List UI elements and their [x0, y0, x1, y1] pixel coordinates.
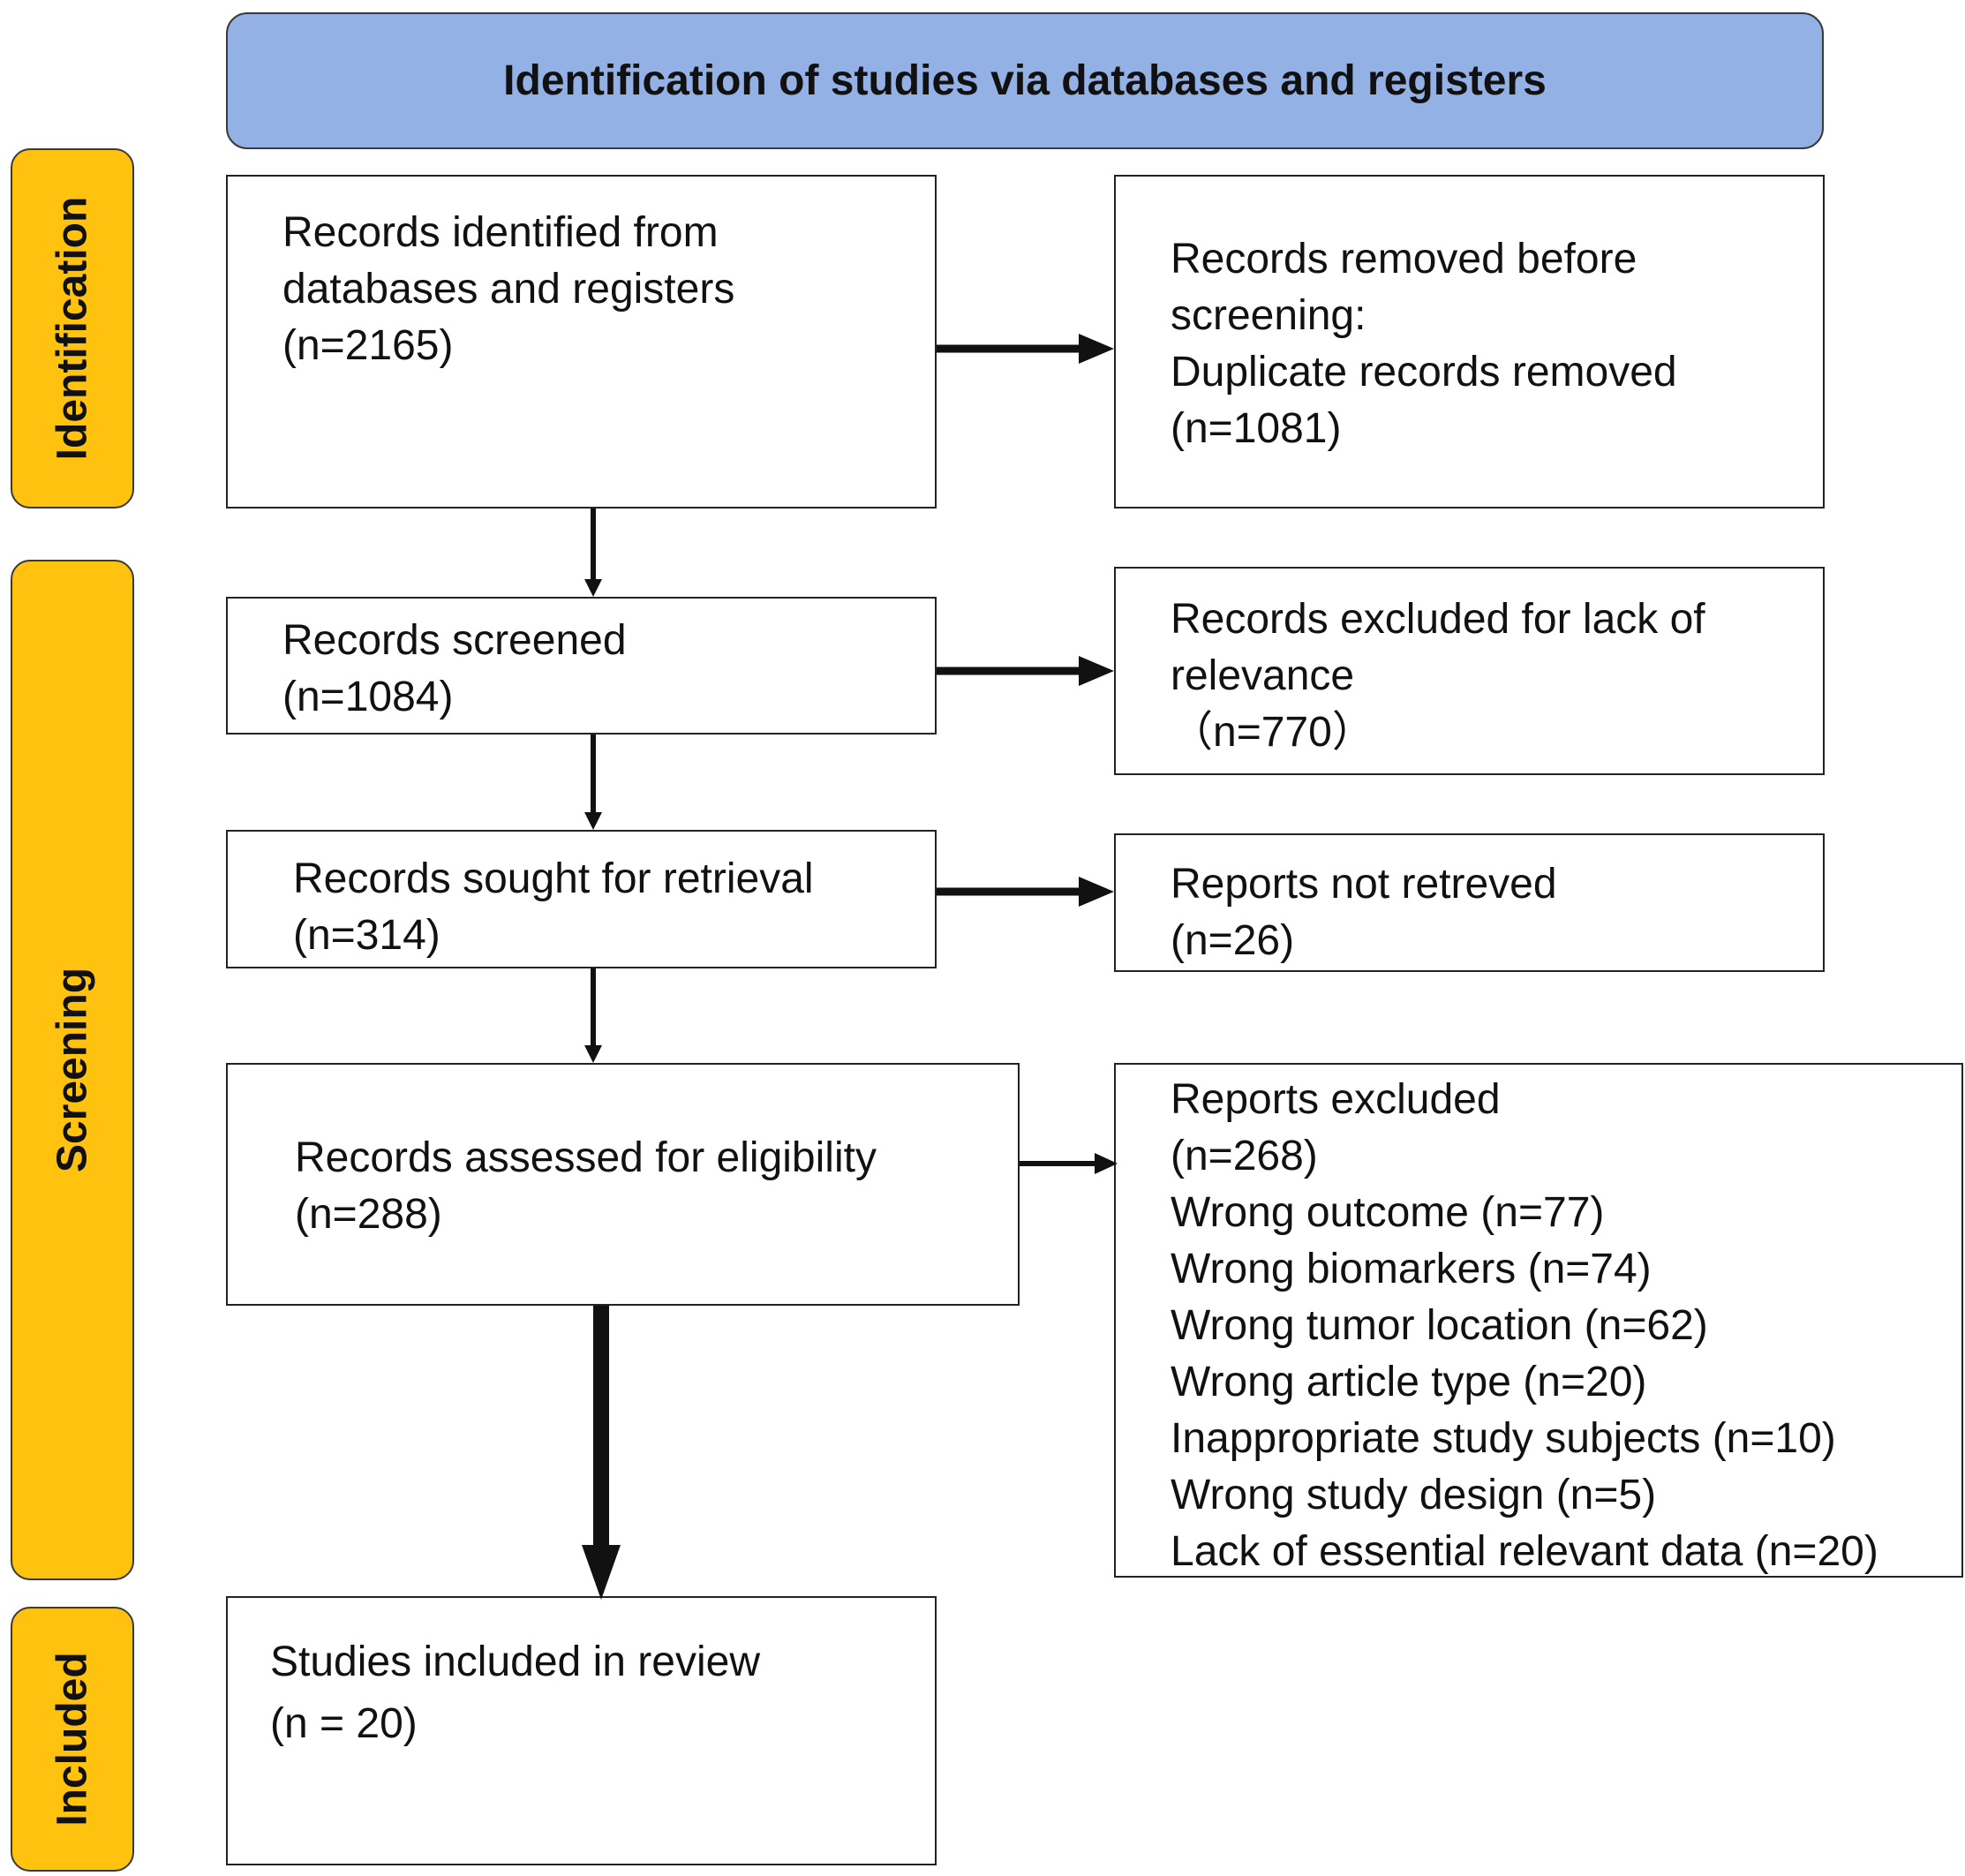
box-records-screened-text: Records screened (n=1084) [282, 617, 627, 720]
box-records-removed: Records removed before screening: Duplic… [1114, 175, 1825, 509]
arrow-screened-to-sought-head [584, 812, 602, 830]
box-reports-not-retrieved: Reports not retreved (n=26) [1114, 833, 1825, 972]
arrow-sought-to-not-retrieved-head [1079, 877, 1114, 907]
box-reports-excluded-text: Reports excluded (n=268) Wrong outcome (… [1171, 1076, 1878, 1575]
arrow-screened-to-excluded-head [1079, 656, 1114, 686]
box-records-removed-text: Records removed before screening: Duplic… [1171, 236, 1677, 452]
box-reports-excluded: Reports excluded (n=268) Wrong outcome (… [1114, 1063, 1963, 1578]
arrow-identified-to-screened-head [584, 579, 602, 597]
phase-included: Included [11, 1607, 134, 1872]
box-records-sought: Records sought for retrieval (n=314) [226, 830, 937, 968]
header-banner: Identification of studies via databases … [226, 12, 1824, 149]
box-records-identified-text: Records identified from databases and re… [282, 209, 735, 369]
box-studies-included-text: Studies included in review (n = 20) [270, 1639, 760, 1747]
box-records-assessed-text: Records assessed for eligibility (n=288) [295, 1134, 877, 1238]
phase-identification: Identification [11, 148, 134, 509]
box-records-assessed: Records assessed for eligibility (n=288) [226, 1063, 1020, 1306]
box-records-sought-text: Records sought for retrieval (n=314) [293, 855, 814, 959]
box-studies-included: Studies included in review (n = 20) [226, 1596, 937, 1865]
box-records-excluded-relevance: Records excluded for lack of relevance （… [1114, 567, 1825, 775]
header-title: Identification of studies via databases … [503, 57, 1547, 104]
arrow-sought-to-assessed-head [584, 1045, 602, 1063]
phase-screening: Screening [11, 560, 134, 1580]
box-records-excluded-relevance-text: Records excluded for lack of relevance （… [1171, 596, 1705, 756]
box-records-identified: Records identified from databases and re… [226, 175, 937, 509]
arrow-identified-to-removed-head [1079, 334, 1114, 364]
arrow-assessed-to-reports-excluded-head [1095, 1153, 1118, 1174]
arrow-assessed-to-included-head [582, 1545, 621, 1600]
box-reports-not-retrieved-text: Reports not retreved (n=26) [1171, 861, 1557, 964]
box-records-screened: Records screened (n=1084) [226, 597, 937, 735]
